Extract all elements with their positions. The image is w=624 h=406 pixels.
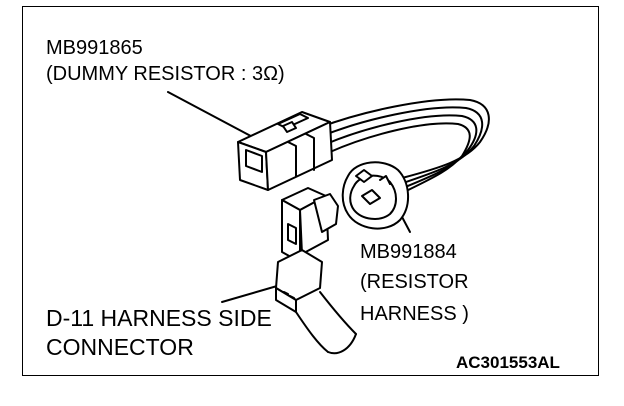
leader-line-harness-connector: [221, 283, 285, 303]
harness-connector-label-line-2: CONNECTOR: [46, 334, 194, 360]
leader-line-dummy-resistor: [167, 91, 263, 143]
harness-cable: [295, 291, 357, 355]
resistor-harness-description-line-2: HARNESS ): [360, 303, 469, 325]
resistor-harness-description-line-1: (RESISTOR: [360, 271, 469, 293]
harness-connector-label-line-1: D-11 HARNESS SIDE: [46, 305, 272, 331]
figure-frame: [22, 6, 599, 376]
dummy-resistor-connector: [237, 111, 333, 191]
dummy-resistor-part-number: MB991865: [46, 37, 143, 59]
resistor-harness-connector: [341, 161, 409, 230]
dummy-resistor-description: (DUMMY RESISTOR : 3Ω): [46, 63, 285, 85]
wire-bundle: [317, 98, 490, 197]
resistor-harness-part-number: MB991884: [360, 241, 457, 263]
harness-side-connector: [275, 187, 339, 313]
figure-code: AC301553AL: [456, 353, 560, 372]
